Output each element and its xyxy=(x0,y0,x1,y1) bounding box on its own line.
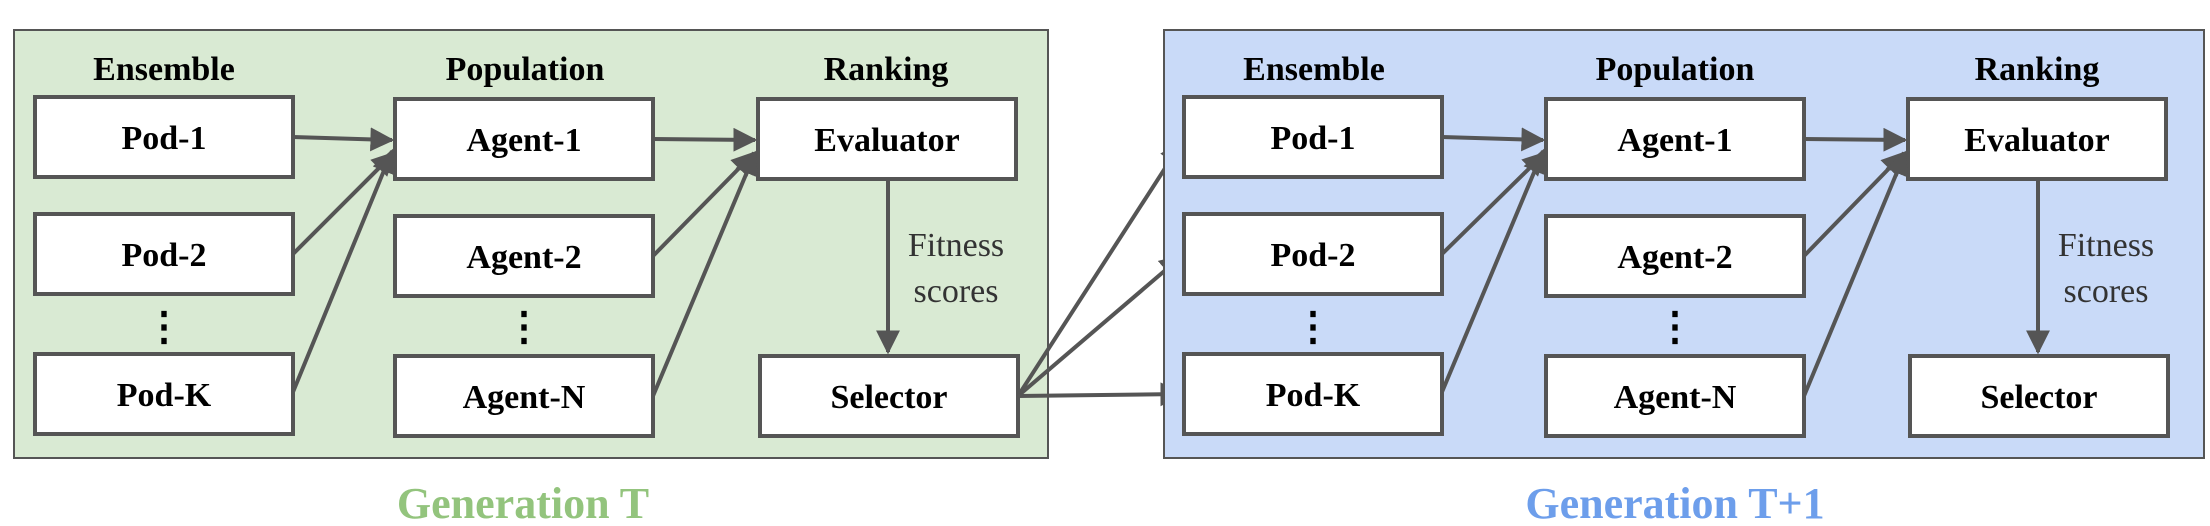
edge-agent1-evaluator-next xyxy=(1803,127,1908,152)
fitness-scores-label-next-line2: scores xyxy=(2064,273,2149,310)
generation-t1-panel: Ensemble Population Ranking Pod-1 Pod-2 … xyxy=(1163,29,2205,459)
edge-podk-agent1-next xyxy=(1440,148,1546,393)
edge-agentn-evaluator xyxy=(651,150,758,397)
generation-t-label: Generation T xyxy=(397,479,649,526)
pod-1-label: Pod-1 xyxy=(122,120,207,157)
edge-selector-pod2-next xyxy=(1016,254,1184,398)
pod-2-label-next: Pod-2 xyxy=(1271,237,1356,274)
edge-agent1-evaluator xyxy=(652,127,758,152)
selector-label: Selector xyxy=(830,379,947,416)
pod-k-label: Pod-K xyxy=(117,377,212,414)
generation-t-panel: Ensemble Population Ranking Pod-1 Pod-2 … xyxy=(13,29,1049,459)
generation-t1-edges xyxy=(1440,127,2050,397)
population-header: Population xyxy=(446,51,605,88)
agent-2-node-next: Agent-2 xyxy=(1544,214,1806,298)
fitness-scores-label-next: Fitness xyxy=(2058,227,2154,264)
selector-label-next: Selector xyxy=(1980,379,2097,416)
cross-generation-edges xyxy=(1016,139,1185,407)
edge-selector-pod1-next xyxy=(1016,139,1184,398)
agent-2-label-next: Agent-2 xyxy=(1617,239,1732,276)
agent-n-label: Agent-N xyxy=(463,379,586,416)
edge-selector-podk-next xyxy=(1017,382,1185,407)
agent-n-label-next: Agent-N xyxy=(1614,379,1737,416)
pod-1-node-next: Pod-1 xyxy=(1182,95,1444,179)
pod-2-node-next: Pod-2 xyxy=(1182,212,1444,296)
pod-ellipsis-next: ⋮ xyxy=(1293,304,1333,349)
ranking-header: Ranking xyxy=(824,51,949,88)
edge-pod1-agent1-next xyxy=(1441,127,1546,152)
pod-1-node: Pod-1 xyxy=(33,95,295,179)
selector-node-next: Selector xyxy=(1908,354,2170,438)
agent-2-label: Agent-2 xyxy=(466,239,581,276)
edge-podk-agent1 xyxy=(291,148,395,393)
fitness-scores-label-line2: scores xyxy=(914,273,999,310)
agent-1-node: Agent-1 xyxy=(393,97,655,181)
agent-n-node-next: Agent-N xyxy=(1544,354,1806,438)
evaluator-node: Evaluator xyxy=(756,97,1018,181)
pod-1-label-next: Pod-1 xyxy=(1271,120,1356,157)
agent-2-node: Agent-2 xyxy=(393,214,655,298)
generation-t1-label: Generation T+1 xyxy=(1525,479,1824,526)
pod-2-node: Pod-2 xyxy=(33,212,295,296)
pod-ellipsis: ⋮ xyxy=(144,304,184,349)
agent-ellipsis: ⋮ xyxy=(504,304,544,349)
agent-1-node-next: Agent-1 xyxy=(1544,97,1806,181)
fitness-scores-label: Fitness xyxy=(908,227,1004,264)
pod-k-label-next: Pod-K xyxy=(1266,377,1361,414)
evaluator-label: Evaluator xyxy=(814,122,959,159)
ensemble-header-next: Ensemble xyxy=(1243,51,1385,88)
evaluator-label-next: Evaluator xyxy=(1964,122,2109,159)
ensemble-header: Ensemble xyxy=(93,51,235,88)
pod-2-label: Pod-2 xyxy=(122,237,207,274)
pod-k-node-next: Pod-K xyxy=(1182,352,1444,436)
ranking-header-next: Ranking xyxy=(1975,51,2100,88)
edge-pod1-agent1 xyxy=(292,127,395,152)
agent-1-label-next: Agent-1 xyxy=(1617,122,1732,159)
agent-1-label: Agent-1 xyxy=(466,122,581,159)
population-header-next: Population xyxy=(1596,51,1755,88)
pod-k-node: Pod-K xyxy=(33,352,295,436)
agent-ellipsis-next: ⋮ xyxy=(1655,304,1695,349)
selector-node: Selector xyxy=(758,354,1020,438)
generation-t-edges xyxy=(291,127,900,397)
agent-n-node: Agent-N xyxy=(393,354,655,438)
edge-agentn-evaluator-next xyxy=(1802,150,1908,397)
evaluator-node-next: Evaluator xyxy=(1906,97,2168,181)
